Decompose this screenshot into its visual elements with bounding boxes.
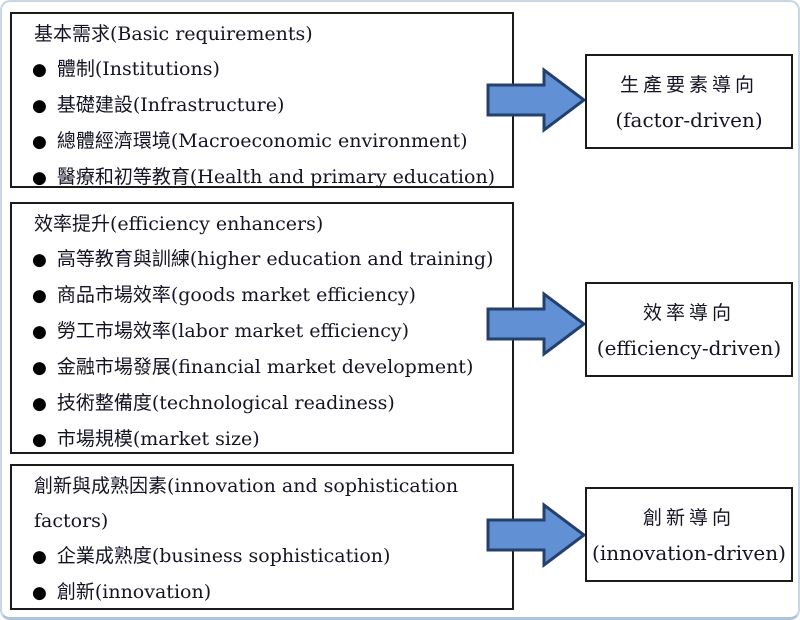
list-item-label: 商品市場效率(goods market efficiency) bbox=[56, 284, 416, 306]
list-item-label: 勞工市場效率(labor market efficiency) bbox=[56, 320, 410, 342]
list-item: ● 體制(Institutions) bbox=[26, 52, 502, 88]
list-item: ● 技術整備度(technological readiness) bbox=[26, 386, 502, 422]
bullet-icon: ● bbox=[32, 358, 47, 378]
stage-box-efficiency-enhancers: 效率提升(efficiency enhancers) ● 高等教育與訓練(hig… bbox=[10, 202, 514, 454]
outcome-label-zh: 效率導向 bbox=[642, 301, 735, 324]
list-item-label: 市場規模(market size) bbox=[56, 428, 260, 450]
list-item: ● 基礎建設(Infrastructure) bbox=[26, 88, 502, 124]
list-item: ● 金融市場發展(financial market development) bbox=[26, 350, 502, 386]
bullet-icon: ● bbox=[32, 583, 47, 603]
list-item-label: 創新(innovation) bbox=[56, 581, 212, 603]
bullet-icon: ● bbox=[32, 322, 47, 342]
arrow-shape bbox=[486, 291, 587, 357]
list-item: ● 創新(innovation) bbox=[26, 575, 502, 608]
outcome-box-factor-driven: 生產要素導向 (factor-driven) bbox=[585, 54, 793, 149]
list-item: ● 市場規模(market size) bbox=[26, 422, 502, 452]
stage-box-basic-requirements: 基本需求(Basic requirements) ● 體制(Institutio… bbox=[10, 12, 514, 188]
outcome-label-zh: 生產要素導向 bbox=[619, 73, 758, 96]
outcome-label-en: (innovation-driven) bbox=[592, 540, 786, 565]
stage-box-innovation-sophistication: 創新與成熟因素(innovation and sophistication fa… bbox=[10, 464, 514, 610]
right-arrow bbox=[486, 291, 587, 357]
list-item-label: 醫療和初等教育(Health and primary education) bbox=[56, 166, 496, 188]
list-item: ● 高等教育與訓練(higher education and training) bbox=[26, 242, 502, 278]
list-item-label: 高等教育與訓練(higher education and training) bbox=[56, 248, 494, 270]
outcome-box-innovation-driven: 創新導向 (innovation-driven) bbox=[585, 487, 793, 582]
box-title: 基本需求(Basic requirements) bbox=[34, 23, 313, 45]
list-item-label: 總體經濟環境(Macroeconomic environment) bbox=[56, 130, 468, 152]
box-title: 創新與成熟因素(innovation and sophistication fa… bbox=[34, 475, 459, 532]
bullet-icon: ● bbox=[32, 430, 47, 450]
right-arrow bbox=[486, 67, 587, 133]
box-title: 效率提升(efficiency enhancers) bbox=[34, 213, 324, 235]
arrow-shape bbox=[486, 502, 587, 568]
list-item-label: 企業成熟度(business sophistication) bbox=[56, 545, 391, 567]
bullet-icon: ● bbox=[32, 96, 47, 116]
arrow-shape bbox=[486, 67, 587, 133]
bullet-icon: ● bbox=[32, 250, 47, 270]
right-arrow bbox=[486, 502, 587, 568]
outcome-box-efficiency-driven: 效率導向 (efficiency-driven) bbox=[585, 282, 793, 377]
outcome-label-en: (efficiency-driven) bbox=[596, 335, 782, 360]
bullet-icon: ● bbox=[32, 286, 47, 306]
list-item: ● 醫療和初等教育(Health and primary education) bbox=[26, 160, 502, 188]
outcome-label-zh: 創新導向 bbox=[642, 506, 735, 529]
outcome-label-en: (factor-driven) bbox=[615, 107, 763, 132]
list-item: ● 勞工市場效率(labor market efficiency) bbox=[26, 314, 502, 350]
list-item-label: 基礎建設(Infrastructure) bbox=[56, 94, 285, 116]
list-item: ● 總體經濟環境(Macroeconomic environment) bbox=[26, 124, 502, 160]
bullet-icon: ● bbox=[32, 60, 47, 80]
bullet-icon: ● bbox=[32, 168, 47, 188]
list-item-label: 體制(Institutions) bbox=[56, 58, 220, 80]
bullet-icon: ● bbox=[32, 547, 47, 567]
list-item: ● 商品市場效率(goods market efficiency) bbox=[26, 278, 502, 314]
bullet-icon: ● bbox=[32, 394, 47, 414]
list-item-label: 技術整備度(technological readiness) bbox=[56, 392, 395, 414]
list-item: ● 企業成熟度(business sophistication) bbox=[26, 539, 502, 575]
bullet-icon: ● bbox=[32, 132, 47, 152]
list-item-label: 金融市場發展(financial market development) bbox=[56, 356, 474, 378]
